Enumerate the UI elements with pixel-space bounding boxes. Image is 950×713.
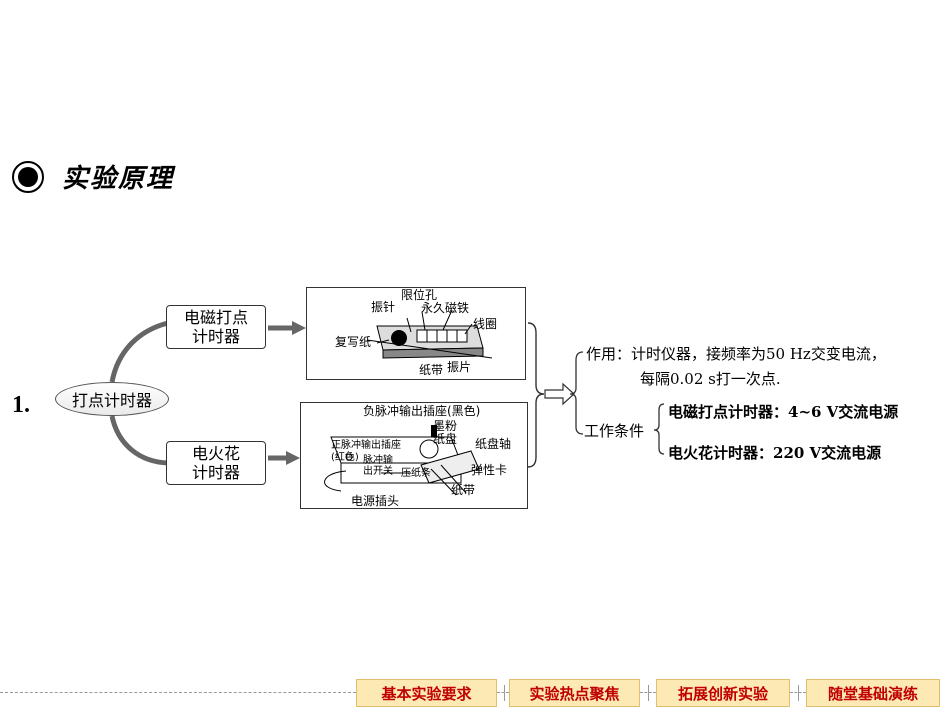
timer2-line2: 计时器 [191, 463, 240, 482]
label-pulse-out: 脉冲输 [363, 455, 393, 466]
timer2-line1: 电火花 [191, 444, 240, 463]
condition-2: 电火花计时器：220 V交流电源 [668, 444, 882, 462]
label-press-strip: 压纸条 [401, 468, 431, 479]
electromagnetic-timer-drawing [366, 309, 493, 359]
item-number: 1. [12, 392, 30, 418]
electromagnetic-timer-figure: 振针 限位孔 永久磁铁 线圈 复写纸 纸带 振片 [306, 287, 526, 380]
label-vibrating-needle: 振针 [371, 300, 396, 314]
label-ink-powder: 墨粉 [433, 419, 458, 433]
label-red: (红色) [331, 452, 359, 463]
nav-innovative-experiments[interactable]: 拓展创新实验 [656, 679, 790, 707]
label-coil: 线圈 [473, 317, 498, 331]
timer1-line2: 计时器 [191, 327, 240, 346]
function-line2: 每隔0.02 s打一次点. [640, 370, 781, 388]
section-title: 实验原理 [62, 164, 175, 194]
nav-divider [0, 692, 356, 693]
nav-classroom-practice[interactable]: 随堂基础演练 [806, 679, 940, 707]
label-permanent-magnet: 永久磁铁 [421, 301, 470, 315]
nav-divider [497, 692, 509, 693]
label-spring-clip: 弹性卡 [471, 463, 508, 477]
timer1-box: 电磁打点 计时器 [166, 305, 266, 349]
spark-timer-drawing [324, 425, 480, 496]
conditions-label: 工作条件 [584, 422, 645, 440]
label-limit-hole: 限位孔 [401, 288, 438, 302]
label-carbon-paper: 复写纸 [335, 335, 372, 349]
label-paper-tape-1: 纸带 [419, 363, 444, 377]
label-vibrating-plate: 振片 [447, 360, 472, 374]
function-line1: 作用：计时仪器，接频率为50 Hz交变电流， [586, 345, 886, 363]
root-node: 打点计时器 [55, 382, 169, 416]
nav-separator [648, 685, 649, 701]
timer1-line1: 电磁打点 [183, 308, 248, 327]
label-pos-socket: 正脉冲输出插座 [331, 440, 401, 451]
root-label: 打点计时器 [71, 391, 152, 410]
nav-hot-topics[interactable]: 实验热点聚焦 [509, 679, 640, 707]
condition-1: 电磁打点计时器：4~6 V交流电源 [668, 403, 899, 421]
label-neg-socket: 负脉冲输出插座(黑色) [363, 404, 481, 418]
nav-separator [504, 685, 505, 701]
timer2-box: 电火花 计时器 [166, 441, 266, 485]
label-switch: 出开关 [363, 466, 393, 477]
label-power-plug: 电源插头 [351, 494, 400, 508]
nav-separator [798, 685, 799, 701]
label-paper-tape-2: 纸带 [451, 483, 476, 497]
nav-basic-requirements[interactable]: 基本实验要求 [356, 679, 497, 707]
label-disc-axle: 纸盘轴 [475, 437, 512, 451]
section-heading: 实验原理 [12, 158, 174, 195]
bullet-icon [12, 160, 44, 193]
spark-timer-figure: 负脉冲输出插座(黑色) 墨粉 纸盘 纸盘轴 正脉冲输出插座 (红色) 脉冲输 出… [300, 402, 528, 509]
label-paper-disc: 纸盘 [433, 432, 458, 446]
